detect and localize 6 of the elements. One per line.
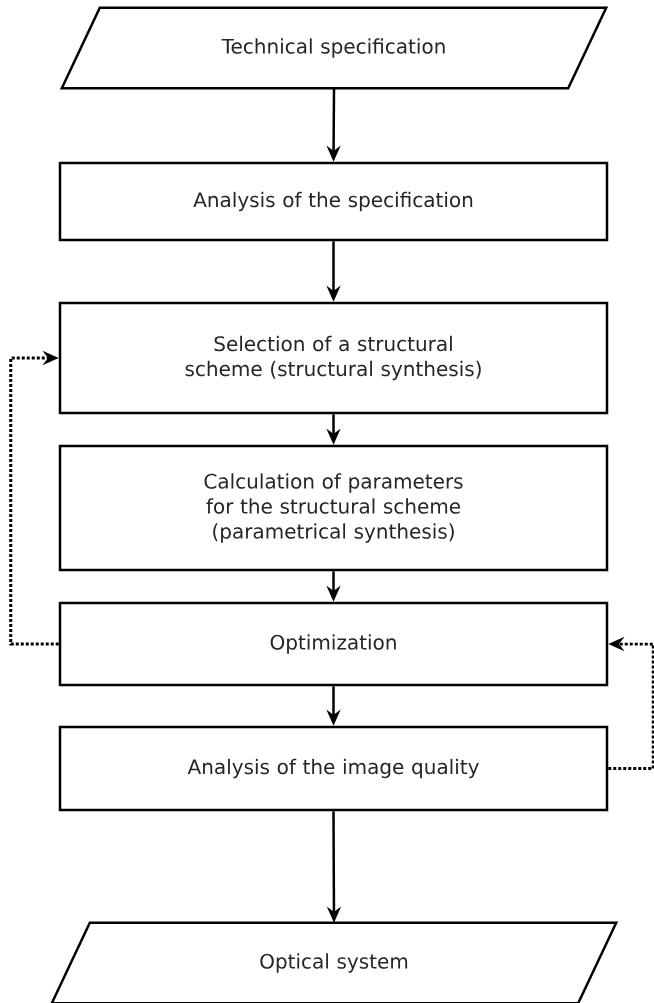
process-box: Analysis of the specification	[58, 161, 609, 242]
process-box: Calculation of parameters for the structural scheme (parametrical synthesis)	[58, 444, 609, 572]
arrow	[9, 350, 59, 646]
process-box: Selection of a structural scheme (structural synthesis)	[58, 301, 609, 415]
process-box: Analysis of the image quality	[58, 725, 609, 812]
process-box: Optimization	[58, 601, 609, 687]
